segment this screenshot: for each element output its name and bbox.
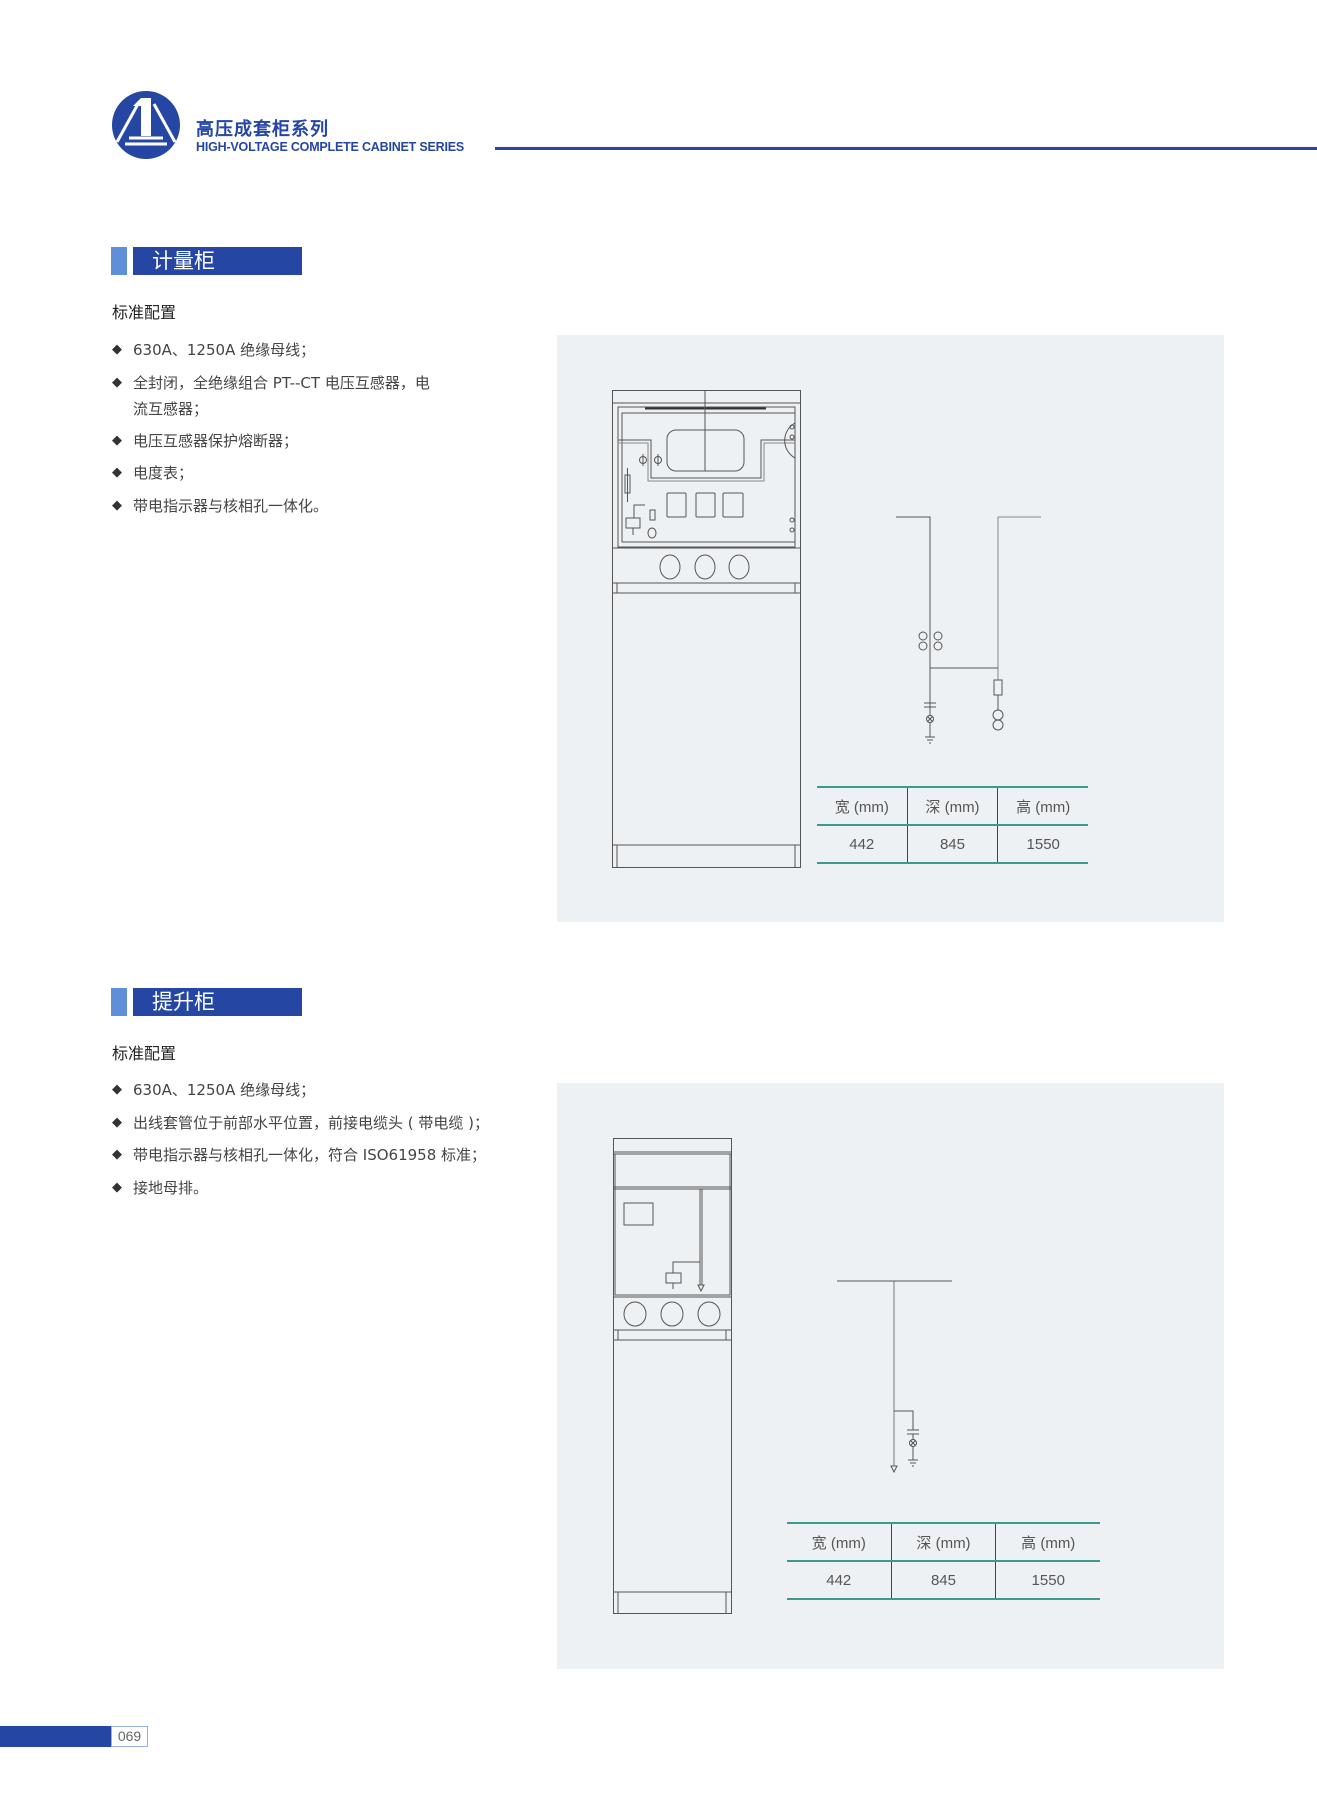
value-height: 1550 — [997, 824, 1088, 864]
feature-list: 630A、1250A 绝缘母线； 出线套管位于前部水平位置，前接电缆头 ( 带电… — [112, 1074, 552, 1204]
lifting-dimensions-table: 宽 (mm) 深 (mm) 高 (mm) 442 845 1550 — [787, 1522, 1100, 1600]
feature-list: 630A、1250A 绝缘母线； 全封闭，全绝缘组合 PT--CT 电压互感器，… — [112, 334, 442, 522]
page-number: 069 — [111, 1726, 148, 1747]
section-heading-lifting: 提升柜 — [133, 988, 302, 1016]
section-heading-accent — [111, 988, 127, 1016]
value-depth: 845 — [890, 1560, 996, 1600]
section-heading-metering: 计量柜 — [133, 247, 302, 275]
feature-item: 电压互感器保护熔断器； — [112, 425, 442, 458]
lifting-cabinet-drawing — [613, 1138, 732, 1614]
header-width: 宽 (mm) — [787, 1522, 892, 1562]
section-subtitle: 标准配置 — [112, 1044, 177, 1063]
footer-bar — [0, 1726, 111, 1747]
feature-item: 电度表； — [112, 457, 442, 490]
header-depth: 深 (mm) — [906, 786, 998, 826]
header-width: 宽 (mm) — [817, 786, 908, 826]
value-depth: 845 — [906, 824, 998, 864]
feature-item: 全封闭，全绝缘组合 PT--CT 电压互感器，电流互感器； — [112, 370, 442, 422]
header-height: 高 (mm) — [995, 1522, 1100, 1562]
header-height: 高 (mm) — [997, 786, 1088, 826]
header-depth: 深 (mm) — [890, 1522, 996, 1562]
section-subtitle: 标准配置 — [112, 303, 177, 322]
metering-cabinet-drawing — [612, 390, 801, 868]
value-width: 442 — [787, 1560, 892, 1600]
value-height: 1550 — [995, 1560, 1100, 1600]
brand-title-cn: 高压成套柜系列 — [196, 119, 329, 140]
section-heading-accent — [111, 247, 127, 275]
feature-item: 带电指示器与核相孔一体化。 — [112, 490, 442, 523]
header-rule — [495, 147, 1317, 150]
feature-item: 630A、1250A 绝缘母线； — [112, 334, 442, 367]
feature-item: 630A、1250A 绝缘母线； — [112, 1074, 552, 1107]
table-row: 442 845 1550 — [817, 824, 1088, 864]
table-header-row: 宽 (mm) 深 (mm) 高 (mm) — [787, 1522, 1100, 1562]
metering-dimensions-table: 宽 (mm) 深 (mm) 高 (mm) 442 845 1550 — [817, 786, 1088, 864]
feature-item: 接地母排。 — [112, 1172, 552, 1205]
feature-item: 带电指示器与核相孔一体化，符合 ISO61958 标准； — [112, 1139, 552, 1172]
table-row: 442 845 1550 — [787, 1560, 1100, 1600]
company-logo — [112, 91, 180, 159]
table-header-row: 宽 (mm) 深 (mm) 高 (mm) — [817, 786, 1088, 826]
feature-item: 出线套管位于前部水平位置，前接电缆头 ( 带电缆 )； — [112, 1107, 552, 1140]
brand-title-en: HIGH-VOLTAGE COMPLETE CABINET SERIES — [196, 140, 465, 154]
value-width: 442 — [817, 824, 908, 864]
